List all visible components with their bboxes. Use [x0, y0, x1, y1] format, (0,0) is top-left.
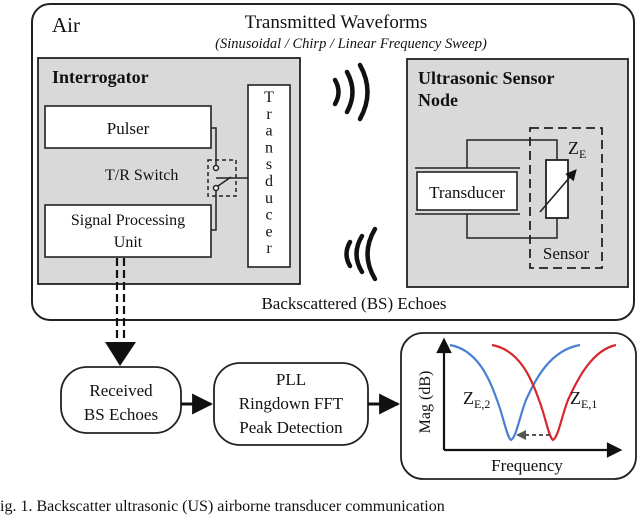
transducer-letter: e [265, 223, 272, 240]
curve-z-e1-label: ZE,1 [570, 388, 597, 411]
impedance-label: ZE [568, 138, 586, 161]
backscattered-echoes-label: Backscattered (BS) Echoes [261, 294, 446, 313]
received-echoes-box [60, 366, 182, 434]
signal-processing-label-1: Signal Processing [71, 212, 185, 229]
received-echoes-label-2: BS Echoes [84, 405, 158, 424]
sensor-transducer-label: Transducer [429, 183, 505, 202]
pulser-label: Pulser [107, 119, 150, 138]
curve-z-e2-label: ZE,2 [463, 388, 490, 411]
spectrum-plot-box [400, 332, 637, 480]
signal-processing-label-2: Unit [114, 234, 143, 251]
variable-impedance-icon [539, 159, 577, 219]
transducer-letter: u [265, 190, 273, 207]
curve-z-e1 [491, 343, 617, 442]
receive-wave-icon [344, 226, 378, 282]
sensor-label: Sensor [543, 244, 590, 263]
transducer-letter: r [266, 106, 272, 123]
tr-switch-label: T/R Switch [105, 167, 178, 184]
spectrum-xlabel: Frequency [491, 456, 563, 475]
transducer-letter: s [266, 156, 272, 173]
interrogator-transducer-label: Transducer [264, 89, 274, 257]
received-echoes-label-1: Received [89, 381, 153, 400]
sensor-dashed-boundary [529, 127, 603, 269]
tr-switch [207, 127, 248, 231]
air-label: Air [52, 13, 80, 37]
pulser-box [44, 105, 212, 149]
sensor-transducer: Transducer [415, 167, 520, 215]
interrogator-transducer-box [247, 84, 291, 268]
transducer-letter: a [265, 123, 272, 140]
figure-caption: ig. 1. Backscatter ultrasonic (US) airbo… [0, 498, 445, 515]
transmitted-waveforms-title: Transmitted Waveforms [245, 12, 428, 33]
sensor-node-title-2: Node [418, 90, 458, 110]
transducer-letter: r [266, 240, 272, 257]
transmitted-waveforms-subtitle: (Sinusoidal / Chirp / Linear Frequency S… [215, 36, 487, 52]
received-connection-arrow [105, 258, 136, 366]
processing-label-2: Ringdown FFT [239, 394, 344, 413]
sensor-node-title-1: Ultrasonic Sensor [418, 68, 555, 88]
transducer-letter: n [265, 139, 273, 156]
transducer-letter: T [264, 89, 274, 106]
spectrum-ylabel: Mag (dB) [417, 371, 434, 434]
curve-z-e2 [449, 343, 581, 442]
interrogator-title: Interrogator [52, 67, 149, 87]
transmit-wave-icon [332, 62, 370, 122]
signal-processing-box [44, 204, 212, 258]
transducer-letter: c [265, 207, 272, 224]
processing-label-3: Peak Detection [239, 418, 343, 437]
sensor-wiring [466, 139, 558, 239]
processing-label-1: PLL [276, 370, 306, 389]
spectrum-axes [436, 337, 623, 458]
transducer-letter: d [265, 173, 273, 190]
